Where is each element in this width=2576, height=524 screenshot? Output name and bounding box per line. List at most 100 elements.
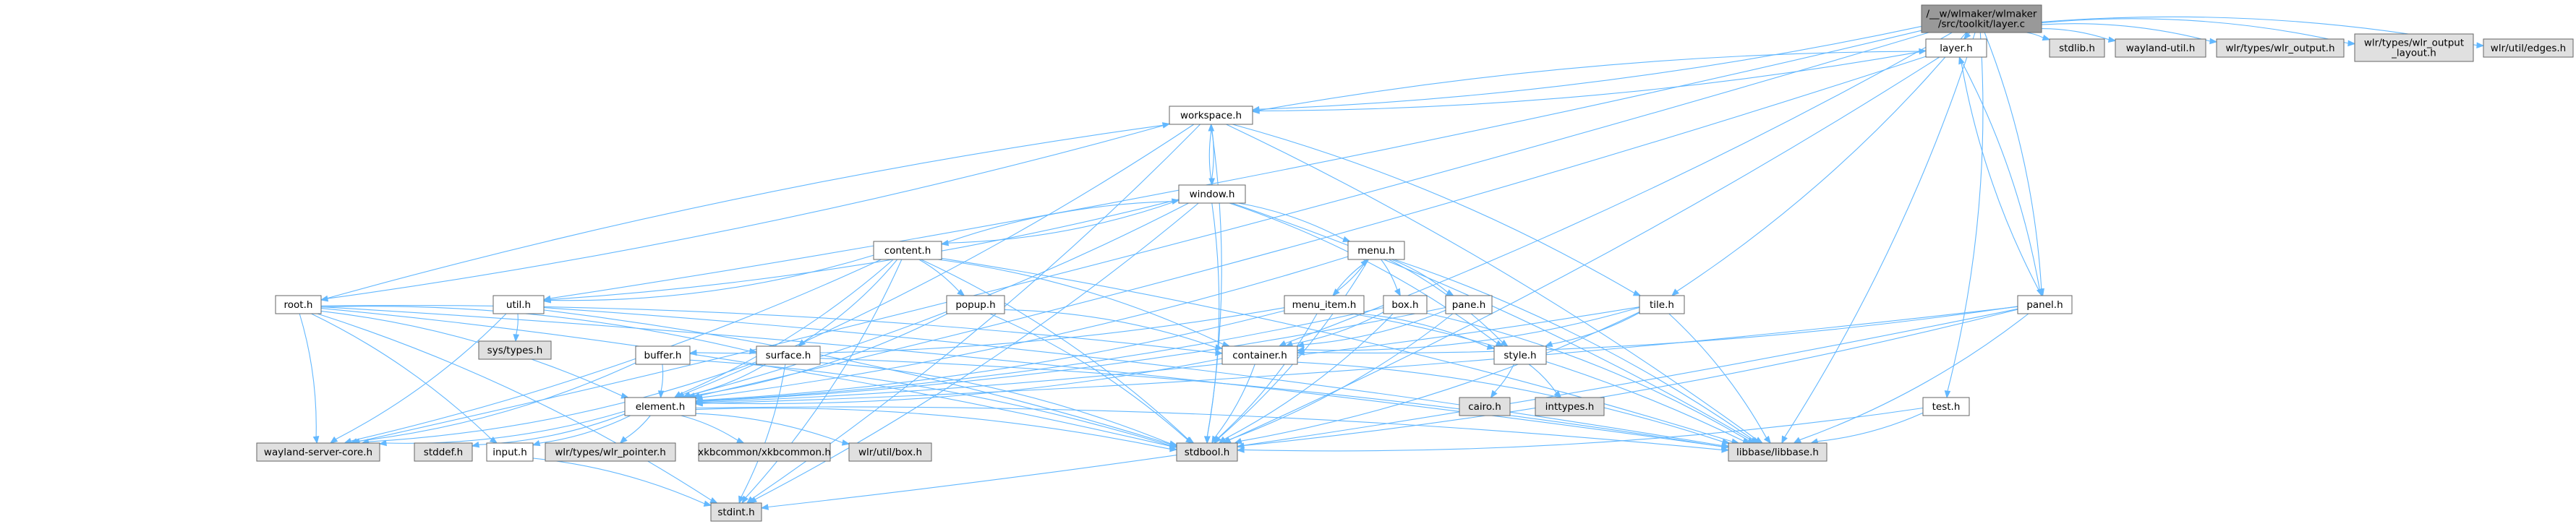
edge-root_h-to-workspace_h	[320, 122, 1171, 301]
node-label: stddef.h	[424, 447, 463, 458]
node-workspace-h[interactable]: workspace.h	[1169, 106, 1253, 125]
node-box	[2483, 38, 2574, 58]
edge-panel_h-to-stdint_h	[760, 308, 2018, 510]
node-label: tile.h	[1650, 299, 1674, 311]
edge-pane_h-to-stdbool_h	[1222, 313, 1454, 444]
node-box	[1221, 345, 1298, 365]
node-label: wlr/types/wlr_output	[2364, 38, 2464, 49]
edge-container_h-to-element_h	[694, 358, 1223, 406]
edge-root_h-to-surface_h	[320, 306, 758, 355]
node-surface-h[interactable]: surface.h	[756, 345, 821, 365]
edge-workspace_h-to-element_h	[676, 124, 1195, 398]
node-util-h[interactable]: util.h	[492, 295, 545, 314]
node-label: wayland-util.h	[2126, 43, 2196, 54]
node-box	[710, 502, 762, 522]
node-label: pane.h	[1452, 299, 1486, 311]
node-box	[635, 345, 691, 365]
node-input-h[interactable]: input.h	[486, 442, 534, 462]
node-label: wlr/types/wlr_pointer.h	[555, 447, 666, 458]
node-popup-h[interactable]: popup.h	[946, 295, 1005, 314]
node-test-h[interactable]: test.h	[1922, 397, 1970, 416]
node-label: stdbool.h	[1185, 447, 1230, 458]
node-buffer-h[interactable]: buffer.h	[635, 345, 691, 365]
node-box-h[interactable]: box.h	[1383, 295, 1428, 314]
edge-menu_item_h-to-menu_h	[1332, 259, 1368, 296]
node-menu-item-h[interactable]: menu_item.h	[1284, 295, 1365, 314]
node-label: cairo.h	[1468, 401, 1501, 413]
node-layer-h[interactable]: layer.h	[1925, 38, 1987, 58]
edge-root-to-libbase_h	[1781, 32, 1976, 444]
node-label: /src/toolkit/layer.c	[1938, 19, 2025, 30]
node-wayland-server-core-h: wayland-server-core.h	[256, 442, 380, 462]
node-label: util.h	[506, 299, 531, 311]
node-label: xkbcommon/xkbcommon.h	[698, 447, 831, 458]
edge-window_h-to-stdint_h	[749, 202, 1199, 504]
edge-root-to-layer_h	[1963, 31, 1971, 40]
edge-surface_h-to-element_h	[681, 364, 767, 398]
node-box	[1383, 295, 1428, 314]
node-box	[1347, 241, 1405, 260]
edge-element_h-to-xkbcommon_h	[681, 415, 745, 444]
edge-content_h-to-element_h	[673, 259, 894, 398]
edge-panel_h-to-element_h	[694, 306, 2018, 407]
node-box	[1284, 295, 1365, 314]
edge-panel_h-to-libbase_h	[1793, 313, 2029, 444]
edge-pane_h-to-container_h	[1296, 309, 1446, 348]
node-label: element.h	[636, 401, 686, 413]
node-box	[946, 295, 1005, 314]
edge-tile_h-to-style_h	[1544, 312, 1640, 347]
node-wlr-pointer-h: wlr/types/wlr_pointer.h	[545, 442, 676, 462]
edge-container_h-to-libbase_h	[1297, 361, 1731, 445]
edge-window_h-to-util_h	[542, 199, 1180, 303]
node-label: box.h	[1391, 299, 1418, 311]
edge-test_h-to-libbase_h	[1809, 412, 1924, 444]
node-content-h[interactable]: content.h	[873, 241, 942, 260]
edge-root_h-to-stdint_h	[317, 313, 718, 504]
node-label: surface.h	[766, 350, 811, 361]
edge-tile_h-to-container_h	[1296, 306, 1640, 353]
node-label: inttypes.h	[1545, 401, 1595, 413]
node-container-h[interactable]: container.h	[1221, 345, 1298, 365]
node-panel-h[interactable]: panel.h	[2017, 295, 2073, 314]
node-menu-h[interactable]: menu.h	[1347, 241, 1405, 260]
node-root[interactable]: /__w/wlmaker/wlmaker/src/toolkit/layer.c	[1921, 4, 2042, 33]
edge-menu_h-to-pane_h	[1391, 259, 1454, 296]
nodes-layer: /__w/wlmaker/wlmaker/src/toolkit/layer.c…	[256, 4, 2574, 522]
node-box	[545, 442, 676, 462]
edge-root-to-panel_h	[1984, 32, 2044, 297]
edge-popup_h-to-container_h	[1004, 309, 1224, 351]
node-box	[848, 442, 932, 462]
edge-tile_h-to-libbase_h	[1668, 313, 1772, 444]
edge-surface_h-to-stdbool_h	[819, 362, 1178, 447]
edge-root-to-workspace_h	[1251, 25, 1922, 113]
edge-root-to-wayland_util_h	[2041, 28, 2117, 43]
edge-content_h-to-surface_h	[798, 259, 898, 347]
node-tile-h[interactable]: tile.h	[1639, 295, 1685, 314]
node-wlr-output-layout-h: wlr/types/wlr_output_layout.h	[2354, 33, 2474, 62]
node-box	[1639, 295, 1685, 314]
edge-root_h-to-element_h	[320, 310, 629, 399]
node-box	[1728, 442, 1827, 462]
edge-workspace_h-to-tile_h	[1232, 124, 1642, 296]
node-stdbool-h: stdbool.h	[1176, 442, 1238, 462]
node-box	[478, 340, 552, 360]
edge-content_h-to-popup_h	[918, 259, 965, 296]
node-label: wlr/util/edges.h	[2491, 43, 2566, 54]
node-box	[756, 345, 821, 365]
edge-root-to-wayland_server_core_h	[351, 32, 1929, 444]
edge-menu_item_h-to-style_h	[1359, 313, 1496, 350]
node-box	[1169, 106, 1253, 125]
edge-root-to-test_h	[1944, 32, 1984, 399]
node-wlr-box-h: wlr/util/box.h	[848, 442, 932, 462]
node-window-h[interactable]: window.h	[1178, 184, 1246, 204]
edge-panel_h-to-container_h	[1296, 306, 2018, 356]
node-root-h[interactable]: root.h	[275, 295, 322, 314]
node-pane-h[interactable]: pane.h	[1445, 295, 1493, 314]
node-style-h[interactable]: style.h	[1493, 345, 1547, 365]
edge-root-to-wlr_output_layout_h	[2041, 18, 2356, 47]
node-cairo-h: cairo.h	[1459, 397, 1511, 416]
node-label: wlr/util/box.h	[858, 447, 922, 458]
node-box	[1178, 184, 1246, 204]
node-element-h[interactable]: element.h	[624, 397, 696, 416]
